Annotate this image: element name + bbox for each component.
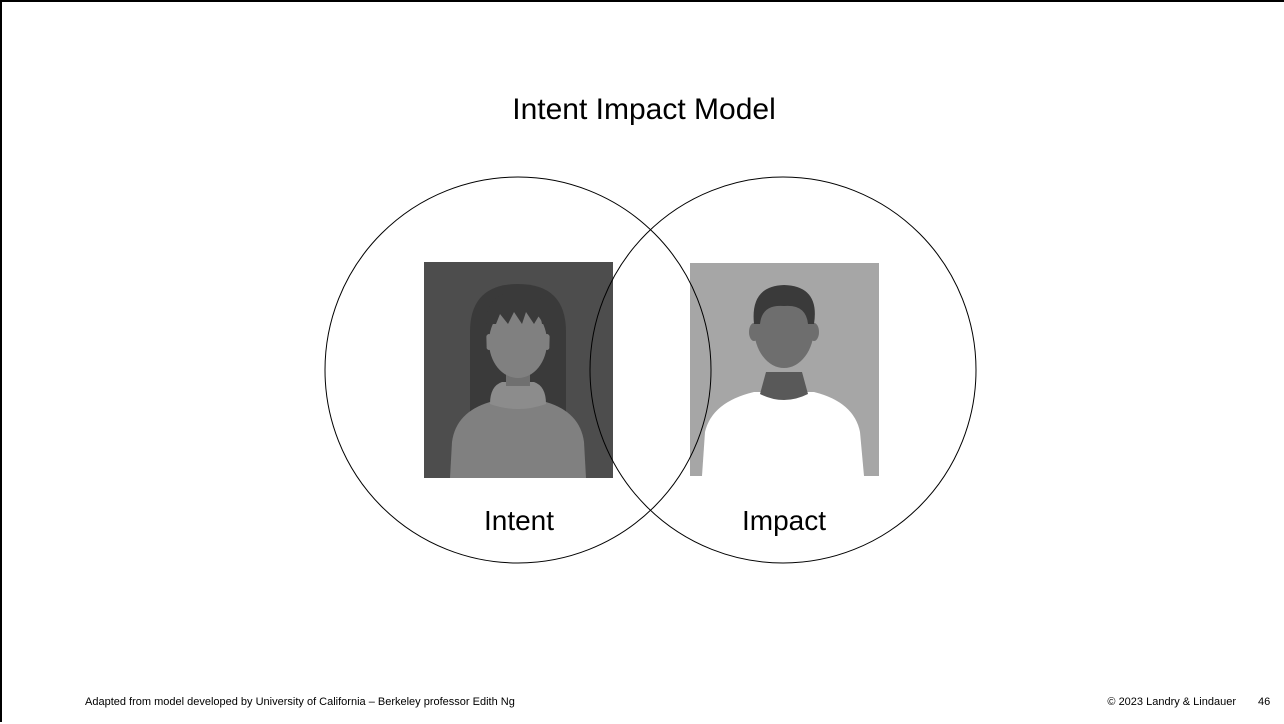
impact-circle (589, 176, 977, 564)
intent-circle (324, 176, 712, 564)
man-avatar-icon (690, 263, 879, 476)
woman-avatar-icon (424, 262, 613, 478)
impact-label: Impact (741, 505, 827, 536)
footer-attribution: Adapted from model developed by Universi… (85, 696, 515, 708)
slide-title: Intent Impact Model (512, 93, 776, 126)
footer-copyright: © 2023 Landry & Lindauer (1107, 696, 1236, 708)
page-number: 46 (1258, 696, 1271, 708)
intent-label: Intent (483, 505, 555, 536)
